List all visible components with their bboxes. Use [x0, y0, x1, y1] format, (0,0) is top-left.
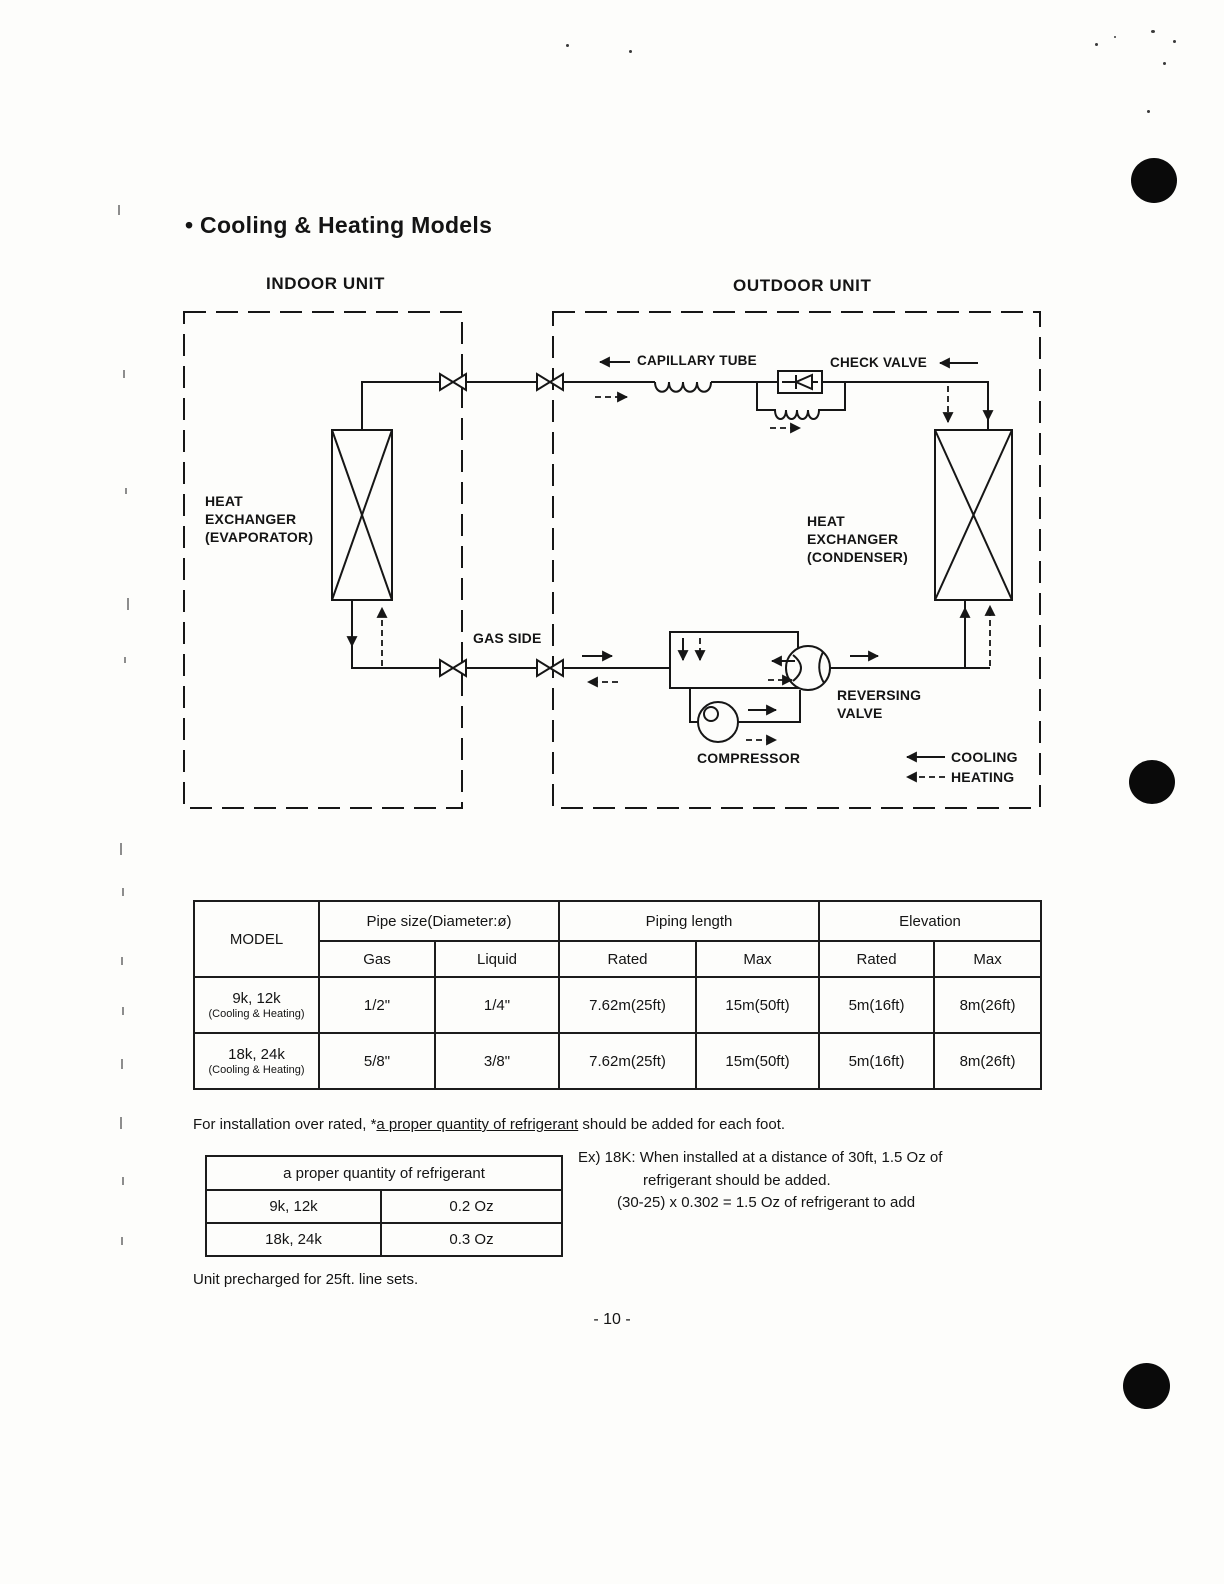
scan-mark [120, 1117, 122, 1129]
liquid-value: 3/8" [433, 1032, 561, 1090]
heating-flow-arrows [376, 386, 996, 783]
piping-rated-value: 7.62m(25ft) [558, 1032, 698, 1090]
elevation-max-subheader: Max [933, 940, 1043, 978]
bypass-capillary-icon [756, 382, 846, 420]
punch-hole-middle [1129, 760, 1175, 804]
gas-subheader: Gas [318, 940, 436, 978]
punch-hole-top [1131, 158, 1177, 203]
scan-mark [120, 843, 122, 855]
scan-mark [1151, 30, 1155, 33]
refrigerant-table-header: a proper quantity of refrigerant [204, 1155, 564, 1191]
indoor-unit-label: INDOOR UNIT [266, 274, 385, 293]
refrigerant-quantity-table: a proper quantity of refrigerant 9k, 12k… [204, 1155, 564, 1257]
table-row: 18k, 24k (Cooling & Heating) 5/8" 3/8" 7… [193, 1032, 1043, 1090]
check-valve-label: CHECK VALVE [830, 355, 927, 370]
piping-max-value: 15m(50ft) [695, 976, 821, 1034]
example-line-1: Ex) 18K: When installed at a distance of… [578, 1149, 943, 1166]
installation-note-underlined: a proper quantity of refrigerant [376, 1116, 579, 1133]
liquid-subheader: Liquid [433, 940, 561, 978]
condenser-label: HEAT EXCHANGER (CONDENSER) [807, 513, 908, 566]
page-number: - 10 - [593, 1311, 631, 1328]
scan-mark [124, 657, 126, 663]
scan-mark [127, 598, 129, 610]
example-line-2: refrigerant should be added. [643, 1171, 831, 1189]
scan-mark [121, 1237, 123, 1245]
liquid-line-pipe [361, 381, 655, 430]
scan-mark [121, 1059, 123, 1069]
elevation-rated-subheader: Rated [818, 940, 936, 978]
model-name: 9k, 12k [232, 990, 281, 1007]
installation-note-suffix: should be added for each foot. [578, 1116, 786, 1133]
refrigerant-quantity: 0.2 Oz [379, 1189, 564, 1224]
scan-mark [1095, 43, 1098, 46]
gas-value: 5/8" [318, 1032, 436, 1090]
evaporator-icon [331, 429, 393, 601]
condenser-icon [934, 429, 1013, 601]
heating-legend-label: HEATING [951, 769, 1015, 785]
refrigerant-model: 9k, 12k [205, 1189, 382, 1224]
elevation-rated-value: 5m(16ft) [818, 1032, 936, 1090]
model-note: (Cooling & Heating) [208, 1008, 305, 1020]
scan-mark [125, 488, 127, 494]
scan-mark [1147, 110, 1150, 113]
elevation-group-header: Elevation [818, 900, 1043, 942]
installation-note-prefix: For installation over rated, * [193, 1116, 377, 1133]
model-column-header: MODEL [193, 900, 320, 978]
elevation-rated-value: 5m(16ft) [818, 976, 936, 1034]
model-name: 18k, 24k [228, 1046, 285, 1063]
compressor-label: COMPRESSOR [697, 750, 801, 766]
capillary-tube-label: CAPILLARY TUBE [637, 353, 757, 368]
refrigerant-model: 18k, 24k [205, 1222, 382, 1257]
gas-side-label: GAS SIDE [473, 630, 542, 646]
scan-mark [1114, 36, 1116, 38]
model-cell: 9k, 12k (Cooling & Heating) [193, 976, 320, 1034]
scan-mark [122, 1177, 124, 1185]
punch-hole-bottom [1123, 1363, 1170, 1409]
refrigeration-cycle-diagram [183, 311, 1041, 809]
refrigerant-quantity: 0.3 Oz [379, 1222, 564, 1257]
reversing-valve-label: REVERSING VALVE [837, 687, 922, 722]
piping-rated-subheader: Rated [558, 940, 698, 978]
model-cell: 18k, 24k (Cooling & Heating) [193, 1032, 320, 1090]
table-row: 9k, 12k 0.2 Oz [205, 1189, 564, 1224]
service-valve-icons [439, 372, 564, 678]
scan-mark [122, 1007, 124, 1015]
scan-mark [118, 205, 120, 215]
compressor-icon [697, 701, 739, 743]
evaporator-label: HEAT EXCHANGER (EVAPORATOR) [205, 493, 314, 546]
scan-mark [1163, 62, 1166, 65]
example-line-3: (30-25) x 0.302 = 1.5 Oz of refrigerant … [617, 1194, 916, 1211]
scan-mark [123, 370, 125, 378]
example-note: Ex) 18K: When installed at a distance of… [578, 1147, 942, 1215]
gas-value: 1/2" [318, 976, 436, 1034]
scan-mark [566, 44, 569, 47]
scan-mark [122, 888, 124, 896]
scan-mark [1173, 40, 1176, 43]
piping-max-value: 15m(50ft) [695, 1032, 821, 1090]
pipe-spec-table: MODEL Pipe size(Diameter:ø) Piping lengt… [193, 900, 1043, 1090]
piping-length-group-header: Piping length [558, 900, 821, 942]
outdoor-unit-label: OUTDOOR UNIT [733, 276, 872, 295]
scan-mark [629, 50, 632, 53]
capillary-coil-icon [654, 381, 712, 393]
piping-rated-value: 7.62m(25ft) [558, 976, 698, 1034]
model-note: (Cooling & Heating) [208, 1064, 305, 1076]
precharge-note: Unit precharged for 25ft. line sets. [193, 1271, 419, 1288]
outdoor-unit-boundary [552, 311, 1041, 809]
check-valve-icon [777, 370, 823, 394]
indoor-unit-boundary [183, 311, 463, 809]
piping-max-subheader: Max [695, 940, 821, 978]
liquid-value: 1/4" [433, 976, 561, 1034]
installation-note: For installation over rated, *a proper q… [193, 1116, 785, 1133]
elevation-max-value: 8m(26ft) [933, 1032, 1043, 1090]
cooling-flow-arrows [346, 356, 994, 763]
elevation-max-value: 8m(26ft) [933, 976, 1043, 1034]
scan-mark [121, 957, 123, 965]
page-title: • Cooling & Heating Models [185, 212, 493, 238]
cooling-legend-label: COOLING [951, 749, 1018, 765]
table-row: 9k, 12k (Cooling & Heating) 1/2" 1/4" 7.… [193, 976, 1043, 1034]
table-row: 18k, 24k 0.3 Oz [205, 1222, 564, 1257]
pipe-size-group-header: Pipe size(Diameter:ø) [317, 900, 561, 942]
reversing-valve-icon [785, 645, 831, 691]
